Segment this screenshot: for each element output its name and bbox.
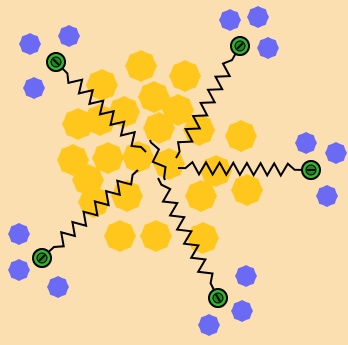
yellow-particle-icon — [162, 94, 194, 126]
yellow-particle-icon — [169, 60, 201, 92]
blue-ion-icon — [257, 37, 279, 59]
yellow-particle-icon — [125, 50, 157, 82]
yellow-particle-icon — [104, 220, 136, 252]
head-group-icon — [231, 37, 249, 55]
blue-ion-icon — [58, 25, 80, 47]
blue-ion-icon — [8, 223, 30, 245]
blue-ion-icon — [23, 77, 45, 99]
blue-ion-icon — [198, 314, 220, 336]
yellow-particle-icon — [72, 164, 104, 196]
blue-ion-icon — [47, 276, 69, 298]
yellow-particle-icon — [140, 220, 172, 252]
blue-ion-icon — [231, 300, 253, 322]
yellow-particle-icon — [187, 222, 219, 254]
yellow-particle-icon — [111, 180, 143, 212]
blue-ion-icon — [219, 9, 241, 31]
head-group-icon — [209, 289, 227, 307]
blue-ion-icon — [19, 33, 41, 55]
blue-ion-icon — [295, 132, 317, 154]
blue-ion-icon — [8, 259, 30, 281]
blue-ion-icon — [235, 265, 257, 287]
head-group-icon — [47, 53, 65, 71]
head-group-icon — [302, 161, 320, 179]
yellow-particle-icon — [225, 120, 257, 152]
yellow-particle-icon — [200, 155, 232, 187]
blue-ion-icon — [325, 142, 347, 164]
blue-ion-icon — [316, 185, 338, 207]
yellow-particle-icon — [231, 174, 263, 206]
head-group-icon — [33, 249, 51, 267]
blue-ion-icon — [247, 6, 269, 28]
